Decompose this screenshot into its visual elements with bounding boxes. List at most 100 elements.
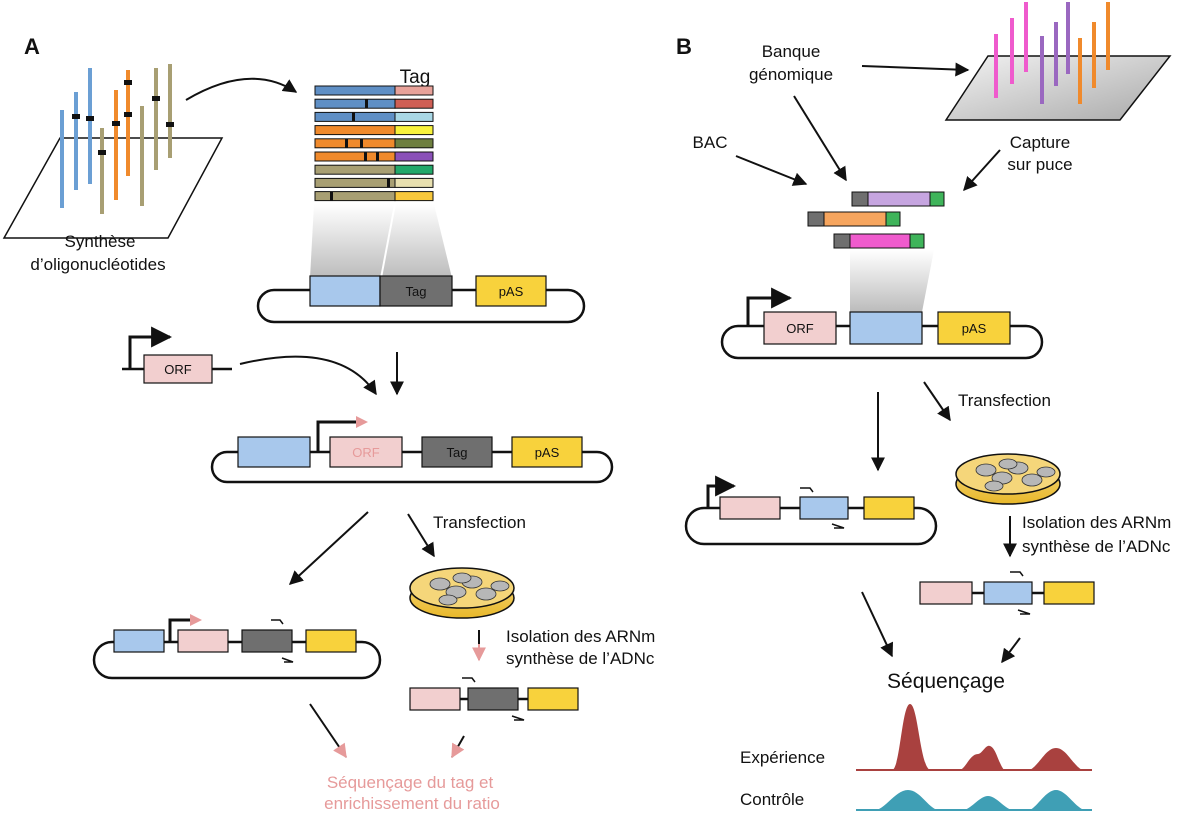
primer-forward [800, 487, 814, 493]
promoter-arrow [168, 618, 192, 642]
library-mutation-mark [376, 152, 379, 161]
fan-shadow [850, 250, 934, 312]
tag-library-header: Tag [400, 67, 431, 88]
plasmid-backbone [92, 640, 382, 680]
promoter-arrowhead [356, 416, 368, 428]
final-label-2: enrichissement du ratio [324, 794, 500, 813]
tag-box [467, 687, 519, 711]
library-oligo-segment [314, 98, 396, 109]
tag-box [379, 275, 453, 307]
library-oligo-segment [314, 151, 396, 162]
library-mutation-mark [364, 152, 367, 161]
pas-box [1043, 581, 1095, 605]
library-tag-segment [394, 177, 434, 188]
cells [429, 572, 510, 606]
library-tag-segment [394, 125, 434, 136]
oligo-label-1: Synthèse [65, 232, 136, 251]
arrow-to-seq-left [309, 703, 347, 759]
primer-reverse [281, 657, 294, 663]
oligo-strands [60, 64, 172, 214]
library-oligo-segment [314, 191, 396, 202]
arrow-to-seq-right [451, 735, 465, 759]
controle-label: Contrôle [740, 790, 804, 809]
fan-shadow-left [310, 204, 394, 278]
blue-box [309, 275, 381, 307]
orf-cassette: ORF [122, 326, 232, 384]
library-mutation-mark [330, 191, 333, 201]
fragment-pink [833, 233, 925, 249]
pas-box-label: pAS [499, 284, 524, 299]
panel-b: B Banque génomique BAC Capture sur puce [676, 2, 1172, 811]
arrow-capture [963, 149, 1001, 192]
promoter-arrow [706, 475, 737, 508]
pas-box [937, 311, 1011, 345]
blue-box [983, 581, 1033, 605]
orf-box [919, 581, 973, 605]
library-tag-segment [394, 111, 434, 122]
blue-box [237, 436, 311, 468]
orf-box-label: ORF [352, 445, 380, 460]
experience-label: Expérience [740, 748, 825, 767]
pas-box [475, 275, 547, 307]
experience-peaks [856, 704, 1082, 770]
primer-reverse [831, 523, 845, 529]
orf-box [719, 496, 781, 520]
library-tag-segment [394, 98, 434, 109]
panel-a: A [2, 34, 655, 813]
vector-b: ORF pAS [720, 287, 1044, 360]
pas-box [305, 629, 357, 653]
library-mutation-mark [365, 99, 368, 109]
final-label-1: Séquençage du tag et [327, 773, 494, 792]
arrow-banque-to-fragments [793, 95, 847, 182]
oligo-mutations [72, 80, 174, 155]
orf-box-label: ORF [164, 362, 192, 377]
cdna-fragment [409, 677, 579, 721]
oligo-label-2: d’oligonucléotides [30, 255, 165, 274]
promoter-arrow [316, 420, 356, 452]
library-mutation-mark [352, 112, 355, 122]
transfection-label: Transfection [958, 391, 1051, 410]
pas-box [511, 436, 583, 468]
library-oligo-segment [314, 85, 396, 96]
cdna-fragment [919, 571, 1095, 615]
arrow-to-seq-left [861, 591, 893, 658]
genomic-fragments [807, 191, 945, 249]
oligo-chip [2, 64, 224, 239]
arrow-to-dish [407, 513, 435, 558]
blue-box [113, 629, 165, 653]
library-oligo-segment [314, 164, 396, 175]
orf-box [409, 687, 461, 711]
orf-box [763, 311, 837, 345]
arrow-to-seq-right [1001, 637, 1021, 664]
cells [975, 458, 1056, 492]
isolation-label-1: Isolation des ARNm [506, 627, 655, 646]
sequencing-label: Séquençage [887, 670, 1005, 693]
primer-reverse [1017, 609, 1031, 615]
library-mutation-mark [360, 138, 363, 148]
promoter-arrowhead [190, 614, 202, 626]
plasmid-control [684, 475, 938, 546]
blue-box [849, 311, 923, 345]
orf-box [329, 436, 403, 468]
banque-label-1: Banque [762, 42, 821, 61]
library-tag-segment [394, 85, 434, 96]
transfection-label: Transfection [433, 513, 526, 532]
fragment-orange [807, 211, 901, 227]
tag-library [314, 85, 434, 202]
petri-dish [409, 567, 515, 619]
arrow-bac [735, 155, 808, 186]
plasmid-backbone [210, 450, 614, 484]
orf-box [143, 354, 213, 384]
petri-dish [955, 453, 1061, 505]
arrow-chip-to-library [185, 77, 298, 101]
library-tag-segment [394, 151, 434, 162]
library-oligo-segment [314, 138, 396, 149]
library-oligo-segment [314, 177, 396, 188]
tag-box [241, 629, 293, 653]
library-tag-segment [394, 164, 434, 175]
orf-box [177, 629, 229, 653]
tag-box [421, 436, 493, 468]
capture-probes [994, 2, 1110, 104]
arrow-banque-to-chip [861, 62, 970, 77]
isolation-label-1: Isolation des ARNm [1022, 513, 1171, 532]
